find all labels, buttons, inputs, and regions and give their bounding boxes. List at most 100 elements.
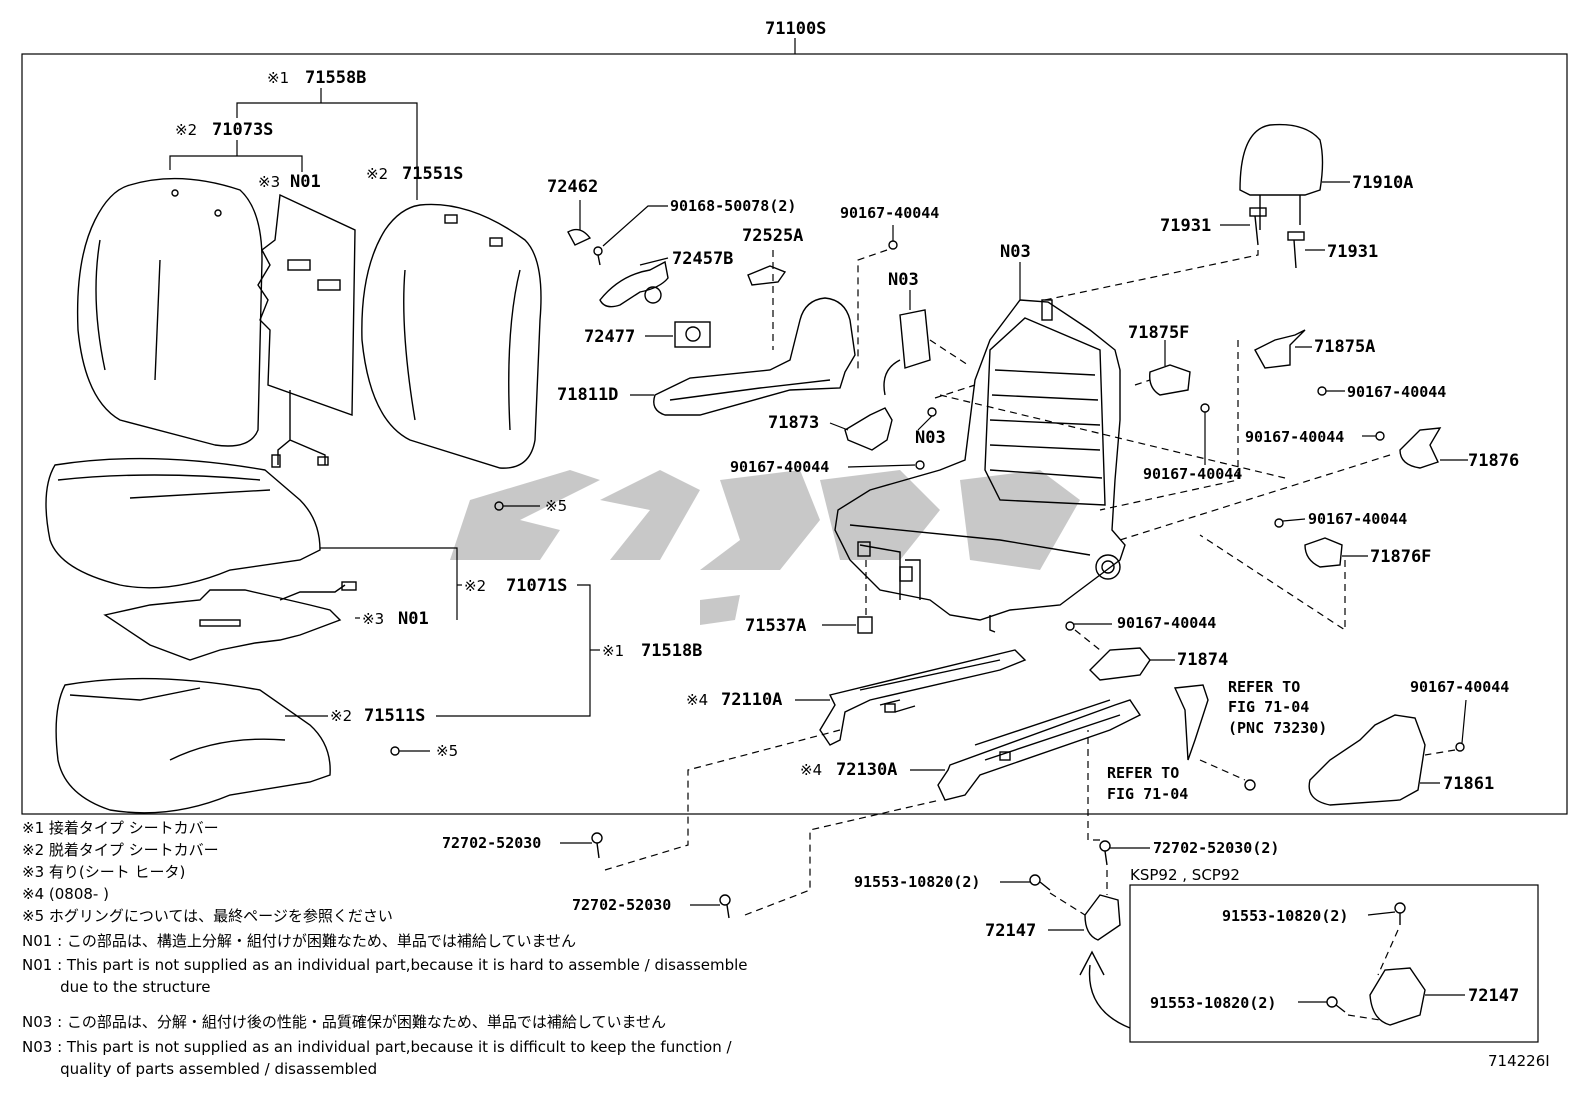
part-belt-buckle[interactable] xyxy=(1173,684,1209,761)
part-71537A[interactable] xyxy=(857,616,873,634)
part-72147-inset[interactable] xyxy=(1369,967,1426,1026)
screw-90167-b[interactable] xyxy=(915,460,925,470)
part-72147-bracket[interactable] xyxy=(1084,894,1121,941)
bolt-91553-b[interactable] xyxy=(1394,902,1406,925)
label-71551S[interactable]: 71551S xyxy=(402,164,463,184)
bolt-72702-c[interactable] xyxy=(1099,840,1111,866)
label-n01a[interactable]: N01 xyxy=(290,172,321,192)
label-72147-b[interactable]: 72147 xyxy=(1468,986,1519,1006)
part-71910A-headrest[interactable] xyxy=(1239,123,1324,230)
label-90167-b[interactable]: 90167-40044 xyxy=(730,458,829,476)
seatback-cover-left[interactable] xyxy=(76,177,263,447)
label-71558B[interactable]: 71558B xyxy=(305,68,366,88)
label-90168[interactable]: 90168-50078(2) xyxy=(670,197,796,215)
part-71861-cover[interactable] xyxy=(1308,714,1426,806)
part-71811D-shield[interactable] xyxy=(653,297,856,416)
label-71931-a[interactable]: 71931 xyxy=(1160,216,1211,236)
label-refer1-l2[interactable]: FIG 71-04 xyxy=(1228,698,1309,716)
part-72462[interactable] xyxy=(567,228,592,246)
bolt-72702-b[interactable] xyxy=(719,894,731,919)
label-90167-g[interactable]: 90167-40044 xyxy=(1117,614,1216,632)
bolt-91553-c[interactable] xyxy=(1326,996,1346,1013)
part-71876[interactable] xyxy=(1399,427,1442,469)
label-90167-d[interactable]: 90167-40044 xyxy=(1143,465,1242,483)
part-71873[interactable] xyxy=(844,407,893,451)
label-72457B[interactable]: 72457B xyxy=(672,249,733,269)
label-ring5a: ※5 xyxy=(545,497,567,515)
label-71875F[interactable]: 71875F xyxy=(1128,323,1189,343)
label-71073S[interactable]: 71073S xyxy=(212,120,273,140)
cushion-cover-lower[interactable] xyxy=(55,677,331,814)
label-71551S-mark: ※2 xyxy=(366,165,388,183)
label-n01b[interactable]: N01 xyxy=(398,609,429,629)
bolt-91553-a[interactable] xyxy=(1029,874,1051,891)
label-71876[interactable]: 71876 xyxy=(1468,451,1519,471)
part-71876F[interactable] xyxy=(1304,537,1343,568)
label-71874[interactable]: 71874 xyxy=(1177,650,1228,670)
screw-90167-c[interactable] xyxy=(1317,386,1327,396)
seatback-cover-right[interactable] xyxy=(361,203,542,469)
label-71071S[interactable]: 71071S xyxy=(506,576,567,596)
label-refer2-l2[interactable]: FIG 71-04 xyxy=(1107,785,1188,803)
label-91553-a[interactable]: 91553-10820(2) xyxy=(854,873,980,891)
screw-90167-f[interactable] xyxy=(1274,518,1284,528)
label-72702-b[interactable]: 72702-52030 xyxy=(572,896,671,914)
part-72477[interactable] xyxy=(674,321,711,348)
label-71875A[interactable]: 71875A xyxy=(1314,337,1375,357)
label-71518B[interactable]: 71518B xyxy=(641,641,702,661)
label-90167-c[interactable]: 90167-40044 xyxy=(1347,383,1446,401)
label-71910A[interactable]: 71910A xyxy=(1352,173,1413,193)
heater-pad-n01-cushion[interactable] xyxy=(103,581,357,661)
label-71861[interactable]: 71861 xyxy=(1443,774,1494,794)
label-n03-b[interactable]: N03 xyxy=(888,270,919,290)
screw-90167-g[interactable] xyxy=(1065,621,1075,631)
note-line: quality of parts assembled / disassemble… xyxy=(22,1060,377,1078)
label-72110A[interactable]: 72110A xyxy=(721,690,782,710)
label-90167-h[interactable]: 90167-40044 xyxy=(1410,678,1509,696)
label-71511S[interactable]: 71511S xyxy=(364,706,425,726)
label-72702-a[interactable]: 72702-52030 xyxy=(442,834,541,852)
clip-n03[interactable] xyxy=(927,407,937,417)
label-n03-c[interactable]: N03 xyxy=(915,428,946,448)
label-90167-e[interactable]: 90167-40044 xyxy=(1245,428,1344,446)
hog-ring-lower[interactable] xyxy=(390,746,430,756)
part-71875F[interactable] xyxy=(1149,364,1191,396)
hog-ring-upper[interactable] xyxy=(494,501,540,511)
part-72525A[interactable] xyxy=(747,265,787,286)
label-91553-b[interactable]: 91553-10820(2) xyxy=(1222,907,1348,925)
screw-90167-a[interactable] xyxy=(888,240,898,250)
part-72457B-knob[interactable] xyxy=(599,260,669,308)
part-72130A-rail[interactable] xyxy=(937,699,1142,801)
label-90167-a[interactable]: 90167-40044 xyxy=(840,204,939,222)
cushion-cover-upper[interactable] xyxy=(45,457,321,589)
part-71874[interactable] xyxy=(1089,647,1151,681)
part-71875A[interactable] xyxy=(1254,329,1306,369)
part-71931-guide-right[interactable] xyxy=(1287,231,1305,269)
bolt-72702-a[interactable] xyxy=(591,832,603,859)
label-n03-a[interactable]: N03 xyxy=(1000,242,1031,262)
label-72462[interactable]: 72462 xyxy=(547,177,598,197)
screw-90167-e[interactable] xyxy=(1375,431,1385,441)
label-90167-f[interactable]: 90167-40044 xyxy=(1308,510,1407,528)
screw-90167-d[interactable] xyxy=(1200,403,1210,413)
part-72110A-rail[interactable] xyxy=(819,649,1027,746)
seat-frame-assembly[interactable] xyxy=(834,299,1126,633)
label-72702-c[interactable]: 72702-52030(2) xyxy=(1153,839,1279,857)
top-assembly-label[interactable]: 71100S xyxy=(765,19,826,39)
label-71811D[interactable]: 71811D xyxy=(557,385,618,405)
label-71537A[interactable]: 71537A xyxy=(745,616,806,636)
screw-90168[interactable] xyxy=(593,246,603,266)
label-72130A[interactable]: 72130A xyxy=(836,760,897,780)
screw-buckle[interactable] xyxy=(1244,779,1256,791)
label-72477[interactable]: 72477 xyxy=(584,327,635,347)
screw-90167-h[interactable] xyxy=(1455,742,1465,752)
label-91553-c[interactable]: 91553-10820(2) xyxy=(1150,994,1276,1012)
heater-pad-n01-back[interactable] xyxy=(257,193,356,468)
part-71931-guide-left[interactable] xyxy=(1249,207,1267,246)
label-71873[interactable]: 71873 xyxy=(768,413,819,433)
label-72147-a[interactable]: 72147 xyxy=(985,921,1036,941)
label-71876F[interactable]: 71876F xyxy=(1370,547,1431,567)
part-n03-airbag[interactable] xyxy=(883,309,931,396)
label-71931-b[interactable]: 71931 xyxy=(1327,242,1378,262)
label-72525A[interactable]: 72525A xyxy=(742,226,803,246)
